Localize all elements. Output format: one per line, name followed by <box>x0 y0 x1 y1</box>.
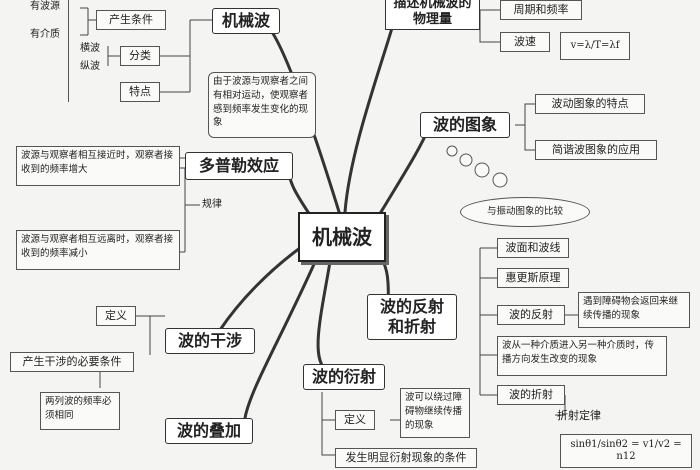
comparison-bubble: 与振动图象的比较 <box>460 197 590 227</box>
class-longitudinal: 纵波 <box>80 61 100 72</box>
doppler-definition: 由于波源与观察者之间有相对运动，使观察者感到频率发生变化的现象 <box>208 72 316 138</box>
interference-condition-note: 两列波的频率必须相同 <box>40 392 120 430</box>
condition-source: 有波源 <box>30 1 60 12</box>
wave-image-feature: 波动图象的特点 <box>535 94 645 114</box>
wave-speed-formula: v=λ/T=λf <box>560 32 630 60</box>
refraction-law: 折射定律 <box>557 409 601 422</box>
wave-speed-node: 波速 <box>500 32 550 52</box>
reflection-node: 波的反射 <box>497 305 565 325</box>
superposition-node: 波的叠加 <box>165 418 253 444</box>
diffraction-condition: 发生明显衍射现象的条件 <box>335 448 477 468</box>
period-frequency-node: 周期和频率 <box>500 0 582 20</box>
classification-node: 分类 <box>120 46 160 66</box>
wave-image-application: 简谐波图象的应用 <box>535 140 657 160</box>
reflection-refraction-line1: 波的反射 <box>379 297 444 316</box>
vertical-divider <box>68 0 69 102</box>
diffraction-node: 波的衍射 <box>303 364 385 390</box>
interference-conditions: 产生干涉的必要条件 <box>10 352 134 372</box>
reflection-note: 遇到障碍物会返回来继续传播的现象 <box>578 292 690 328</box>
snell-formula: sinθ1/sinθ2 = v1/v2 = n12 <box>560 434 692 468</box>
huygens-node: 惠更斯原理 <box>497 268 569 288</box>
doppler-rule-recede: 波源与观察者相互远离时，观察者接收到的频率减小 <box>16 230 180 270</box>
reflection-refraction-node: 波的反射 和折射 <box>367 294 457 340</box>
conditions-node: 产生条件 <box>96 10 166 30</box>
mechanical-wave-node: 机械波 <box>212 8 280 34</box>
doppler-rule-approach: 波源与观察者相互接近时，观察者接收到的频率增大 <box>16 146 180 186</box>
refraction-note: 波从一种介质进入另一种介质时，传播方向发生改变的现象 <box>497 336 667 376</box>
class-transverse: 横波 <box>80 43 100 54</box>
condition-medium: 有介质 <box>30 29 60 40</box>
refraction-node: 波的折射 <box>497 385 565 405</box>
physical-quantities-node: 描述机械波的物理量 <box>385 0 480 30</box>
features-node: 特点 <box>120 82 160 102</box>
reflection-refraction-line2: 和折射 <box>387 317 436 336</box>
diffraction-definition-note: 波可以绕过障碍物继续传播的现象 <box>400 388 470 438</box>
doppler-rule-label: 规律 <box>202 199 222 210</box>
interference-node: 波的干涉 <box>165 328 255 354</box>
interference-definition: 定义 <box>96 306 136 326</box>
wavefront-node: 波面和波线 <box>497 238 569 258</box>
diffraction-definition: 定义 <box>335 410 375 430</box>
doppler-node: 多普勒效应 <box>185 152 293 180</box>
center-node: 机械波 <box>298 212 386 262</box>
wave-image-node: 波的图象 <box>420 112 510 138</box>
